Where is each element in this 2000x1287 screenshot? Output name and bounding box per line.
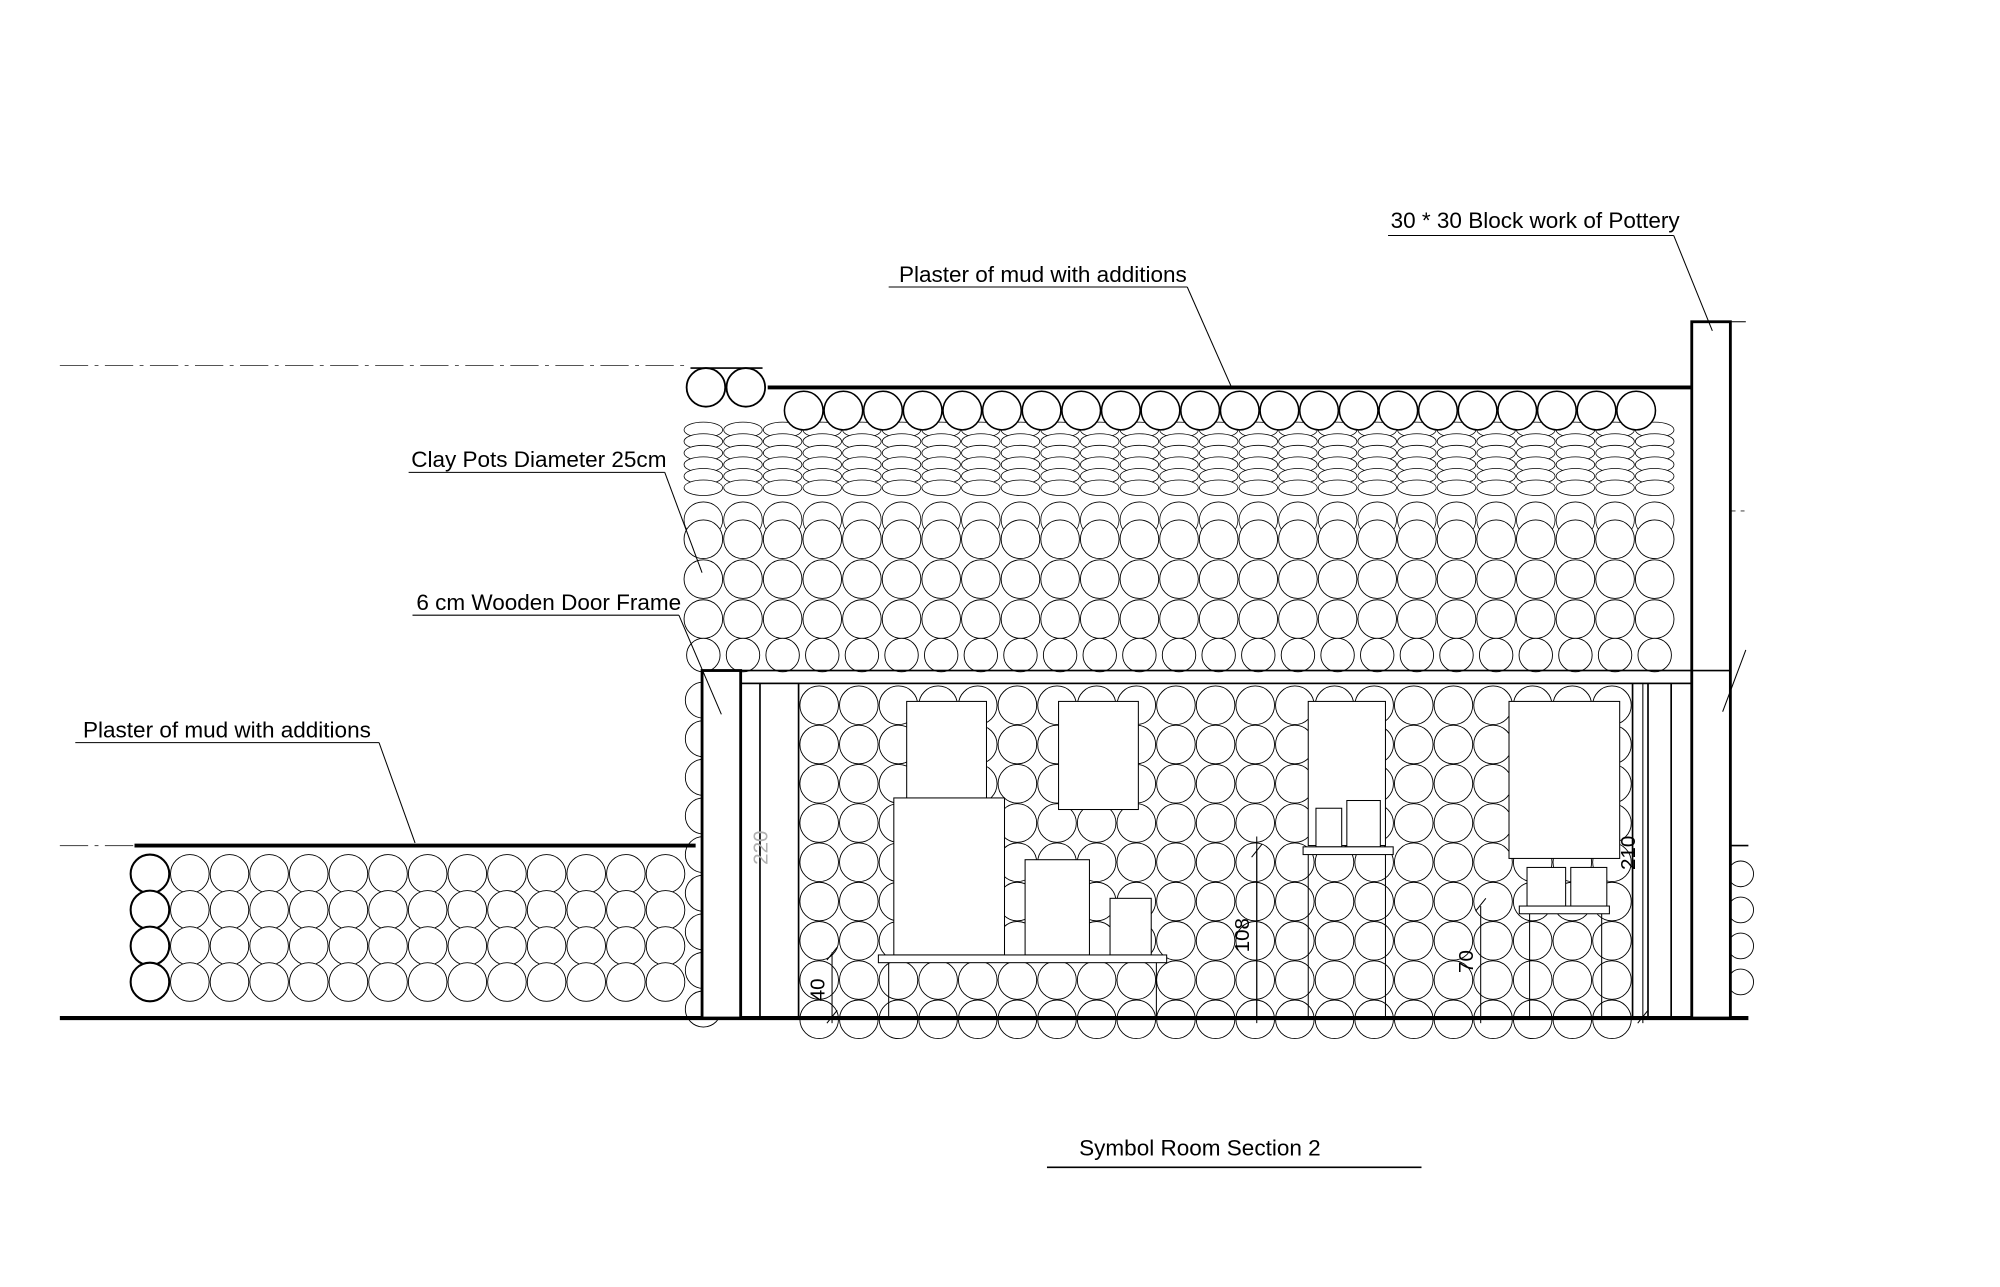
structure-outline [59,320,1749,1021]
label-door-frame: 6 cm Wooden Door Frame [416,590,681,615]
dimension-70: 70 [1455,950,1478,973]
annotation-leaders [75,235,1747,844]
interior-furniture [877,700,1621,1019]
drawing-title: Symbol Room Section 2 [1079,1136,1321,1161]
dimension-108: 108 [1231,918,1254,952]
dimension-lines [826,683,1649,1024]
label-plaster-roof: Plaster of mud with additions [899,262,1187,287]
dimension-door-height: 220 [750,831,773,865]
label-clay-pots: Clay Pots Diameter 25cm [411,447,666,472]
clay-pot-wall-upper [683,367,1675,673]
label-block-work: 30 * 30 Block work of Pottery [1391,208,1681,233]
label-plaster-low: Plaster of mud with additions [83,717,371,742]
dimension-210: 210 [1617,836,1640,870]
clay-pot-wall-right [1727,860,1754,996]
dimension-sill-40: 40 [806,978,829,1001]
